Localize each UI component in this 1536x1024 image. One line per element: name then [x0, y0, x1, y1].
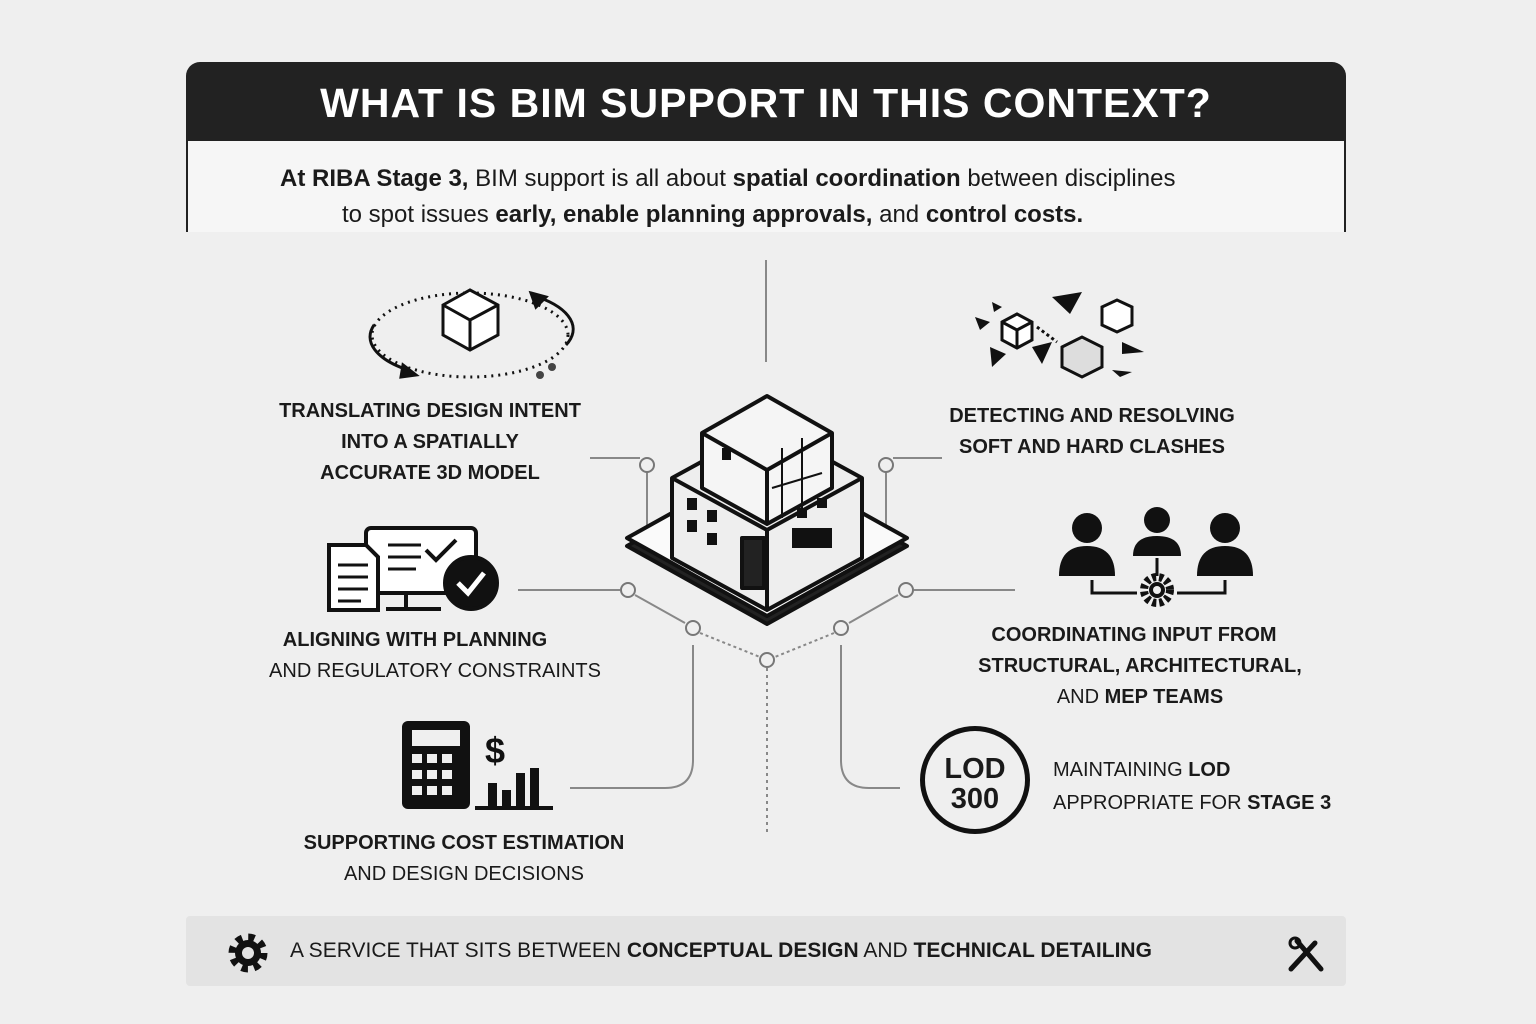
caption-line: accurate 3D model: [320, 462, 540, 484]
caption-coordinating: Coordinating input from structural, arch…: [930, 620, 1350, 713]
caption-text: appropriate for: [1053, 792, 1248, 814]
caption-text: LOD: [1188, 759, 1231, 781]
lod-badge-bottom: 300: [950, 783, 1000, 815]
building-model-icon: [625, 394, 909, 626]
page-title: WHAT IS BIM SUPPORT IN THIS CONTEXT?: [186, 62, 1346, 141]
intro-line-1: At RIBA Stage 3, BIM support is all abou…: [280, 165, 1175, 193]
caption-line: Supporting cost estimation: [303, 832, 625, 854]
footer-text: CONCEPTUAL DESIGN: [626, 939, 859, 962]
caption-lod: Maintaining LOD appropriate for STAGE 3: [1053, 754, 1331, 820]
caption-line: soft and hard clashes: [959, 436, 1225, 458]
footer-text: AND: [858, 939, 914, 962]
intro-text: control costs.: [925, 201, 1084, 228]
intro-panel: At RIBA Stage 3, BIM support is all abou…: [186, 141, 1346, 232]
caption-text: and: [1056, 686, 1100, 708]
caption-design-intent: Translating design intent into a spatial…: [230, 396, 630, 489]
caption-line: Coordinating input from: [991, 624, 1277, 646]
caption-line: into a spatially: [341, 431, 519, 453]
caption-text: MEP teams: [1104, 686, 1224, 708]
caption-line: appropriate for STAGE 3: [1053, 787, 1331, 820]
caption-line: and MEP teams: [930, 682, 1350, 713]
clash-detection-icon: [975, 292, 1144, 379]
intro-text: BIM support is all about: [468, 165, 733, 192]
calculator-cost-icon: $: [402, 721, 553, 810]
gear-icon: [228, 933, 268, 973]
footer-text: A SERVICE THAT SITS BETWEEN: [290, 939, 627, 962]
lod-300-badge: LOD 300: [920, 726, 1030, 834]
rotate-3d-cube-icon: [368, 288, 575, 379]
planning-checklist-icon: [327, 526, 499, 612]
caption-text: Maintaining: [1053, 759, 1189, 781]
caption-line: Maintaining LOD: [1053, 754, 1331, 787]
caption-line: Translating design intent: [279, 400, 581, 422]
caption-line: Aligning with planning: [282, 629, 548, 651]
intro-line-2: to spot issues early, enable planning ap…: [342, 201, 1083, 229]
caption-line: Detecting and resolving: [949, 405, 1235, 427]
intro-text: and: [872, 201, 926, 228]
caption-line: structural, architectural,: [978, 655, 1302, 677]
caption-line: and design decisions: [343, 863, 585, 885]
caption-clashes: Detecting and resolving soft and hard cl…: [892, 401, 1292, 463]
wrench-pencil-icon: [1288, 936, 1324, 972]
caption-cost: Supporting cost estimation and design de…: [244, 828, 684, 890]
intro-text: At RIBA Stage 3,: [280, 165, 469, 192]
caption-planning: Aligning with planning and regulatory co…: [215, 625, 655, 687]
lod-badge-top: LOD: [944, 753, 1006, 785]
intro-text: early, enable planning approvals,: [495, 201, 873, 228]
footer-text: TECHNICAL DETAILING: [913, 939, 1152, 962]
intro-text: between disciplines: [960, 165, 1176, 192]
footer-banner: A SERVICE THAT SITS BETWEEN CONCEPTUAL D…: [186, 916, 1346, 986]
intro-text: spatial coordination: [732, 165, 961, 192]
intro-text: to spot issues: [342, 201, 496, 228]
caption-text: STAGE 3: [1247, 792, 1332, 814]
caption-line: and regulatory constraints: [269, 660, 601, 682]
svg-text:$: $: [485, 730, 505, 771]
team-collaboration-icon: [1059, 507, 1253, 607]
